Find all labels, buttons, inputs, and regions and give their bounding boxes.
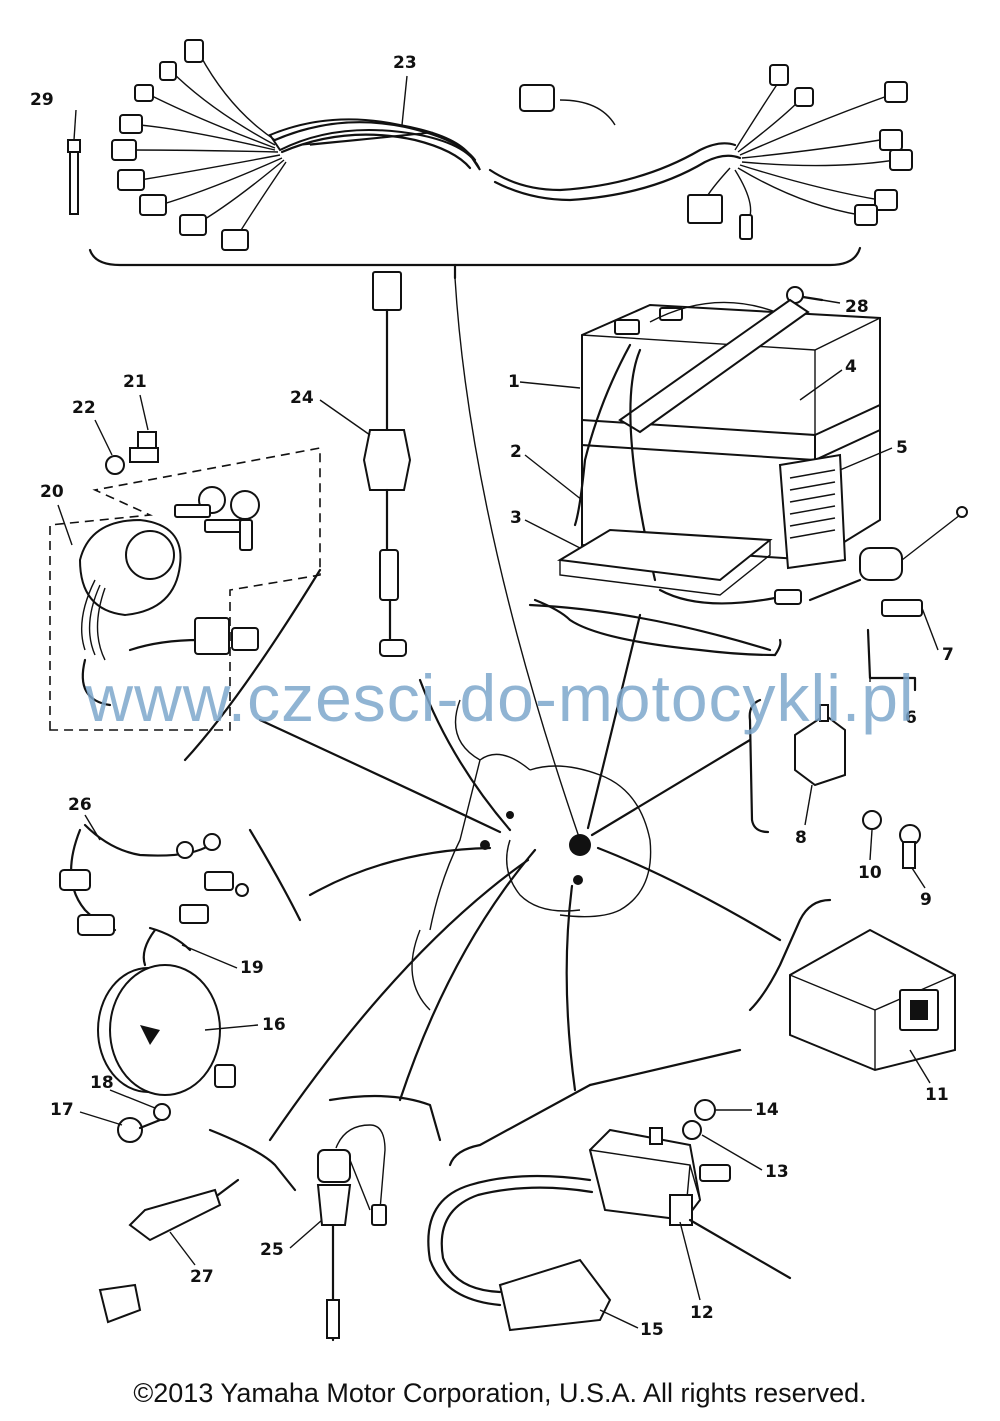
label-15: 15 xyxy=(640,1320,664,1340)
label-20: 20 xyxy=(40,482,64,502)
label-12: 12 xyxy=(690,1303,714,1323)
label-14: 14 xyxy=(755,1100,779,1120)
label-19: 19 xyxy=(240,958,264,978)
label-7: 7 xyxy=(942,645,954,665)
label-29: 29 xyxy=(30,90,54,110)
label-10: 10 xyxy=(858,863,882,883)
screw-28 xyxy=(786,286,841,304)
label-17: 17 xyxy=(50,1100,74,1120)
label-13: 13 xyxy=(765,1162,789,1182)
label-3: 3 xyxy=(510,508,522,528)
copyright-notice: ©2013 Yamaha Motor Corporation, U.S.A. A… xyxy=(133,1378,867,1408)
label-11: 11 xyxy=(925,1085,949,1105)
label-27: 27 xyxy=(190,1267,214,1287)
label-16: 16 xyxy=(262,1015,286,1035)
part-labels: 1 2 3 4 5 6 7 8 9 10 11 12 13 14 15 16 1… xyxy=(30,53,954,1340)
label-26: 26 xyxy=(68,795,92,815)
ignition-coil-12 xyxy=(427,1099,792,1332)
label-18: 18 xyxy=(90,1073,114,1093)
fuse-holder-6 xyxy=(808,506,968,692)
label-1: 1 xyxy=(508,372,520,392)
bolt-29 xyxy=(67,109,81,215)
battery-assembly xyxy=(533,298,881,657)
label-8: 8 xyxy=(795,828,807,848)
label-4: 4 xyxy=(845,357,857,377)
switch-25 xyxy=(316,1124,387,1342)
horn-16 xyxy=(97,926,236,1143)
label-5: 5 xyxy=(896,438,908,458)
connector-27 xyxy=(98,1178,240,1324)
fuse-8 xyxy=(748,698,921,869)
sub-harness-26 xyxy=(59,823,249,936)
main-switch-20 xyxy=(49,431,321,731)
label-23: 23 xyxy=(393,53,417,73)
wire-harness xyxy=(88,39,913,280)
neutral-switch-24 xyxy=(362,271,412,657)
label-9: 9 xyxy=(920,890,932,910)
leader-lines xyxy=(183,277,782,1192)
label-2: 2 xyxy=(510,442,522,462)
label-21: 21 xyxy=(123,372,147,392)
flasher-relay-11 xyxy=(748,898,956,1072)
label-6: 6 xyxy=(905,708,917,728)
label-22: 22 xyxy=(72,398,96,418)
watermark-text: www.czesci-do-motocykli.pl xyxy=(85,661,915,735)
label-24: 24 xyxy=(290,388,314,408)
label-25: 25 xyxy=(260,1240,284,1260)
label-28: 28 xyxy=(845,297,869,317)
engine-outline xyxy=(411,699,652,1011)
